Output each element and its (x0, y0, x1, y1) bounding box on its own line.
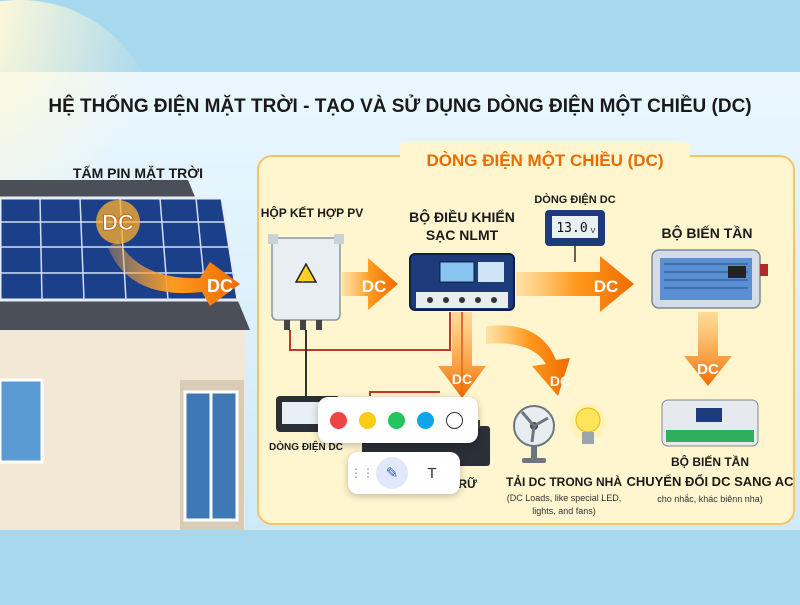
diagram-title: HỆ THỐNG ĐIỆN MẶT TRỜI - TẠO VÀ SỬ DỤNG … (48, 95, 751, 117)
dc-loads-label: TẢI DC TRONG NHÀ (506, 474, 622, 489)
color-yellow-swatch[interactable] (359, 412, 376, 429)
draw-tool-button[interactable]: ✎ (376, 457, 408, 489)
charge-controller (409, 253, 515, 311)
meter-unit: V (591, 228, 596, 235)
dc-tag-inverter: DC (697, 361, 719, 378)
dc-flow-arrow-down (438, 312, 486, 398)
inverter-label: BỘ BIẾN TẦN (662, 224, 753, 241)
drag-handle-icon[interactable]: ⋮⋮ (350, 466, 374, 480)
dc-tag-panel: DC (102, 210, 134, 235)
color-palette-toolbar (318, 397, 478, 443)
svg-text:⚡: ⚡ (300, 270, 312, 283)
fan-illustration (513, 405, 555, 463)
dc-flow-arrow-combiner (342, 258, 398, 310)
bulb-illustration (570, 404, 606, 444)
solar-panel-label: TẤM PIN MẶT TRỜI (73, 164, 203, 181)
color-green-swatch[interactable] (388, 412, 405, 429)
dc-loads-desc-2: lights, and fans) (532, 506, 596, 516)
dc-tag-combiner: DC (362, 277, 387, 296)
color-red-swatch[interactable] (330, 412, 347, 429)
tool-selector-toolbar: ⋮⋮ ✎ T (348, 452, 460, 494)
dc-flow-arrow-inverter (684, 312, 732, 386)
combiner-box: ⚡ (268, 234, 344, 330)
dc-tag-panel-arrow: DC (207, 276, 233, 296)
dc-loads-desc-1: (DC Loads, like special LED, (507, 493, 622, 503)
color-white-swatch[interactable] (446, 412, 463, 429)
dc-tag-down: DC (452, 371, 472, 387)
controller-label-2: SẠC NLMT (426, 227, 499, 243)
converter-desc: cho nhắc, khác biênn nha) (657, 494, 763, 504)
dc-banner-title: DÒNG ĐIỆN MỘT CHIỀU (DC) (426, 151, 663, 170)
dc-tag-loads: DC (550, 373, 570, 389)
converter-label-2: CHUYỂN ĐỔI DC SANG AC (626, 474, 794, 489)
color-blue-swatch[interactable] (417, 412, 434, 429)
inverter (651, 249, 768, 309)
converter-label-1: BỘ BIẾN TẦN (671, 454, 749, 469)
dc-tag-controller: DC (594, 277, 619, 296)
dc-flow-arrow-controller (516, 256, 634, 312)
dc-current-label-top: DÒNG ĐIỆN DC (534, 193, 615, 206)
text-tool-button[interactable]: T (427, 464, 437, 482)
controller-label-1: BỘ ĐIỀU KHIỂN (409, 208, 515, 225)
meter-reading: 13.0 (556, 221, 587, 236)
dc-flow-arrow-panel (108, 240, 240, 306)
combiner-label: HỘP KẾT HỢP PV (261, 205, 364, 220)
dc-meter-top (545, 210, 605, 246)
dc-ac-converter (661, 399, 759, 447)
dc-current-label-bottom: DÒNG ĐIỆN DC (269, 440, 343, 453)
dc-flow-arrow-loads (486, 325, 570, 396)
